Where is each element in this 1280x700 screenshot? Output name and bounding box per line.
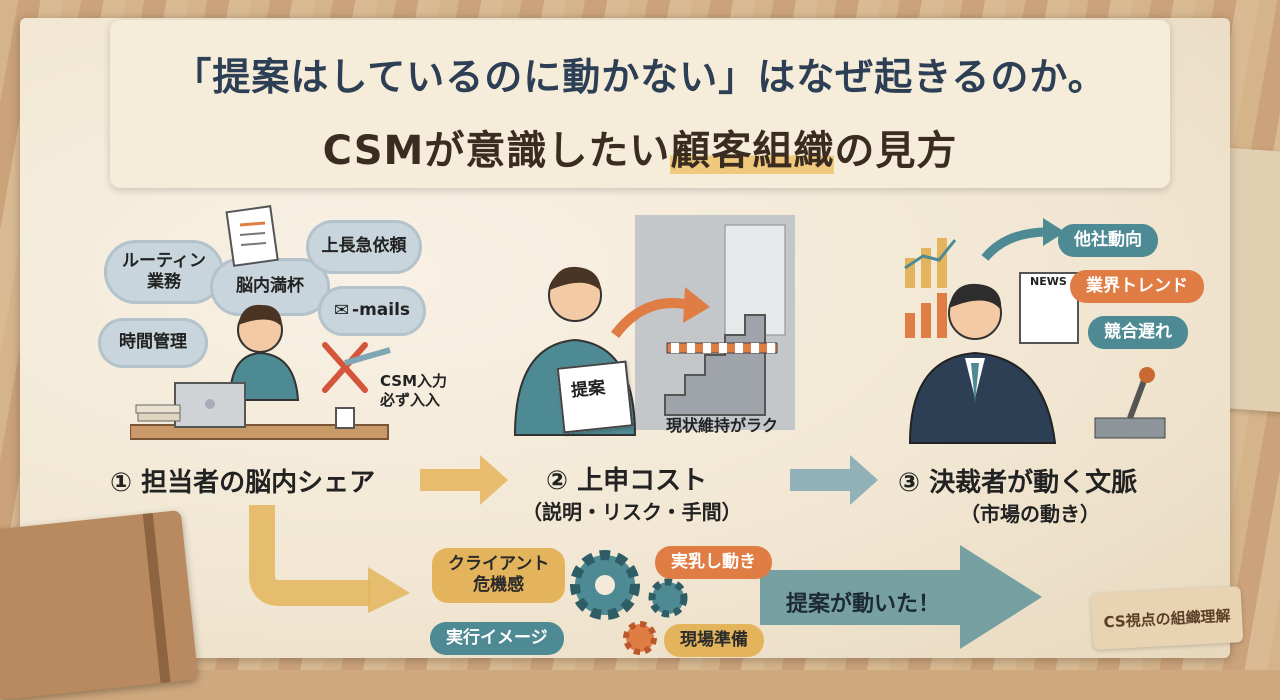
laptop-icon — [174, 382, 246, 428]
title-card: 「提案はしているのに動かない」はなぜ起きるのか。 CSMが意識したい顧客組織の見… — [110, 20, 1170, 188]
title-line2-pre: CSMが意識したい — [322, 128, 671, 174]
badge-text: CS視点の組織理解 — [1103, 606, 1231, 631]
cloud-routine-text: ルーティン 業務 — [122, 250, 206, 292]
cloud-brain-full: 脳内満杯 — [210, 258, 330, 316]
barrier-icon — [666, 342, 778, 354]
decision-maker-icon — [908, 283, 1057, 444]
notebook-decoration — [0, 510, 199, 700]
step2-sub: （説明・リスク・手間） — [522, 500, 742, 524]
blocked-arrow — [344, 347, 391, 366]
tag-competitors: 他社動向 — [1058, 224, 1158, 258]
gears-icon — [570, 550, 688, 655]
mail-icon: ✉ — [333, 299, 350, 321]
arrow-down-right — [249, 505, 410, 613]
cloud-routine: ルーティン 業務 — [104, 240, 224, 304]
red-cross-icon — [322, 342, 368, 393]
cloud-time: 時間管理 — [98, 318, 208, 368]
title-line1: 「提案はしているのに動かない」はなぜ起きるのか。 — [173, 55, 1107, 99]
step3-sub: （市場の動き） — [960, 502, 1100, 526]
step2-label: ② 上申コスト — [546, 466, 708, 496]
badge-stamp: CS視点の組織理解 — [1090, 586, 1244, 650]
staircase-icon — [635, 215, 795, 430]
mug-icon — [335, 407, 355, 429]
stressed-person-icon — [228, 304, 300, 401]
arrow-2-to-3 — [790, 455, 878, 505]
cloud-boss-request-text: 上長急依頼 — [321, 236, 407, 257]
trend-arrow — [981, 227, 1046, 261]
cloud-brain-full-text: 脳内満杯 — [236, 276, 304, 297]
bar-chart-icon — [904, 238, 957, 338]
cloud-emails: ✉-mails — [318, 286, 426, 336]
step2-scene — [513, 215, 795, 436]
up-arrow — [611, 298, 692, 339]
document-icon — [225, 205, 279, 267]
cloud-boss-request: 上長急依頼 — [306, 220, 422, 274]
lever-icon — [1094, 367, 1166, 439]
cloud-emails-text: -mails — [352, 300, 411, 321]
title-line2-post: の見方 — [834, 128, 958, 174]
cloud-time-text: 時間管理 — [119, 332, 187, 353]
proposal-paper-text: 提案 — [570, 377, 607, 402]
step3-label: ③ 決裁者が動く文脈 — [898, 468, 1138, 498]
book-stack-icon — [135, 404, 181, 422]
step1-scene — [130, 205, 391, 440]
title-highlight: 顧客組織 — [670, 128, 835, 174]
arrow-result — [760, 545, 1042, 649]
tag-industry-trend: 業界トレンド — [1070, 270, 1204, 304]
desk — [130, 424, 389, 440]
newspaper-label: NEWS — [1030, 275, 1067, 288]
arrow-1-to-2 — [420, 455, 508, 505]
tag-action: 実乳し動き — [655, 546, 772, 580]
step1-note: CSM入力 必ず入入 — [380, 372, 448, 409]
newspaper-icon — [1019, 272, 1079, 344]
tag-competitive-lag: 競合遅れ — [1088, 316, 1188, 350]
proposal-paper: 提案 — [556, 360, 634, 434]
step2-note: 現状維持がラク — [666, 416, 779, 435]
tag-field-prep: 現場準備 — [664, 624, 764, 658]
tag-execution-image: 実行イメージ — [430, 622, 564, 656]
result-text: 提案が動いた！ — [786, 592, 941, 617]
title-line2: CSMが意識したい顧客組織の見方 — [110, 118, 1170, 176]
step1-label: ① 担当者の脳内シェア — [110, 468, 376, 498]
step3-scene — [904, 218, 1166, 444]
tag-client-crisis: クライアント 危機感 — [432, 548, 566, 603]
